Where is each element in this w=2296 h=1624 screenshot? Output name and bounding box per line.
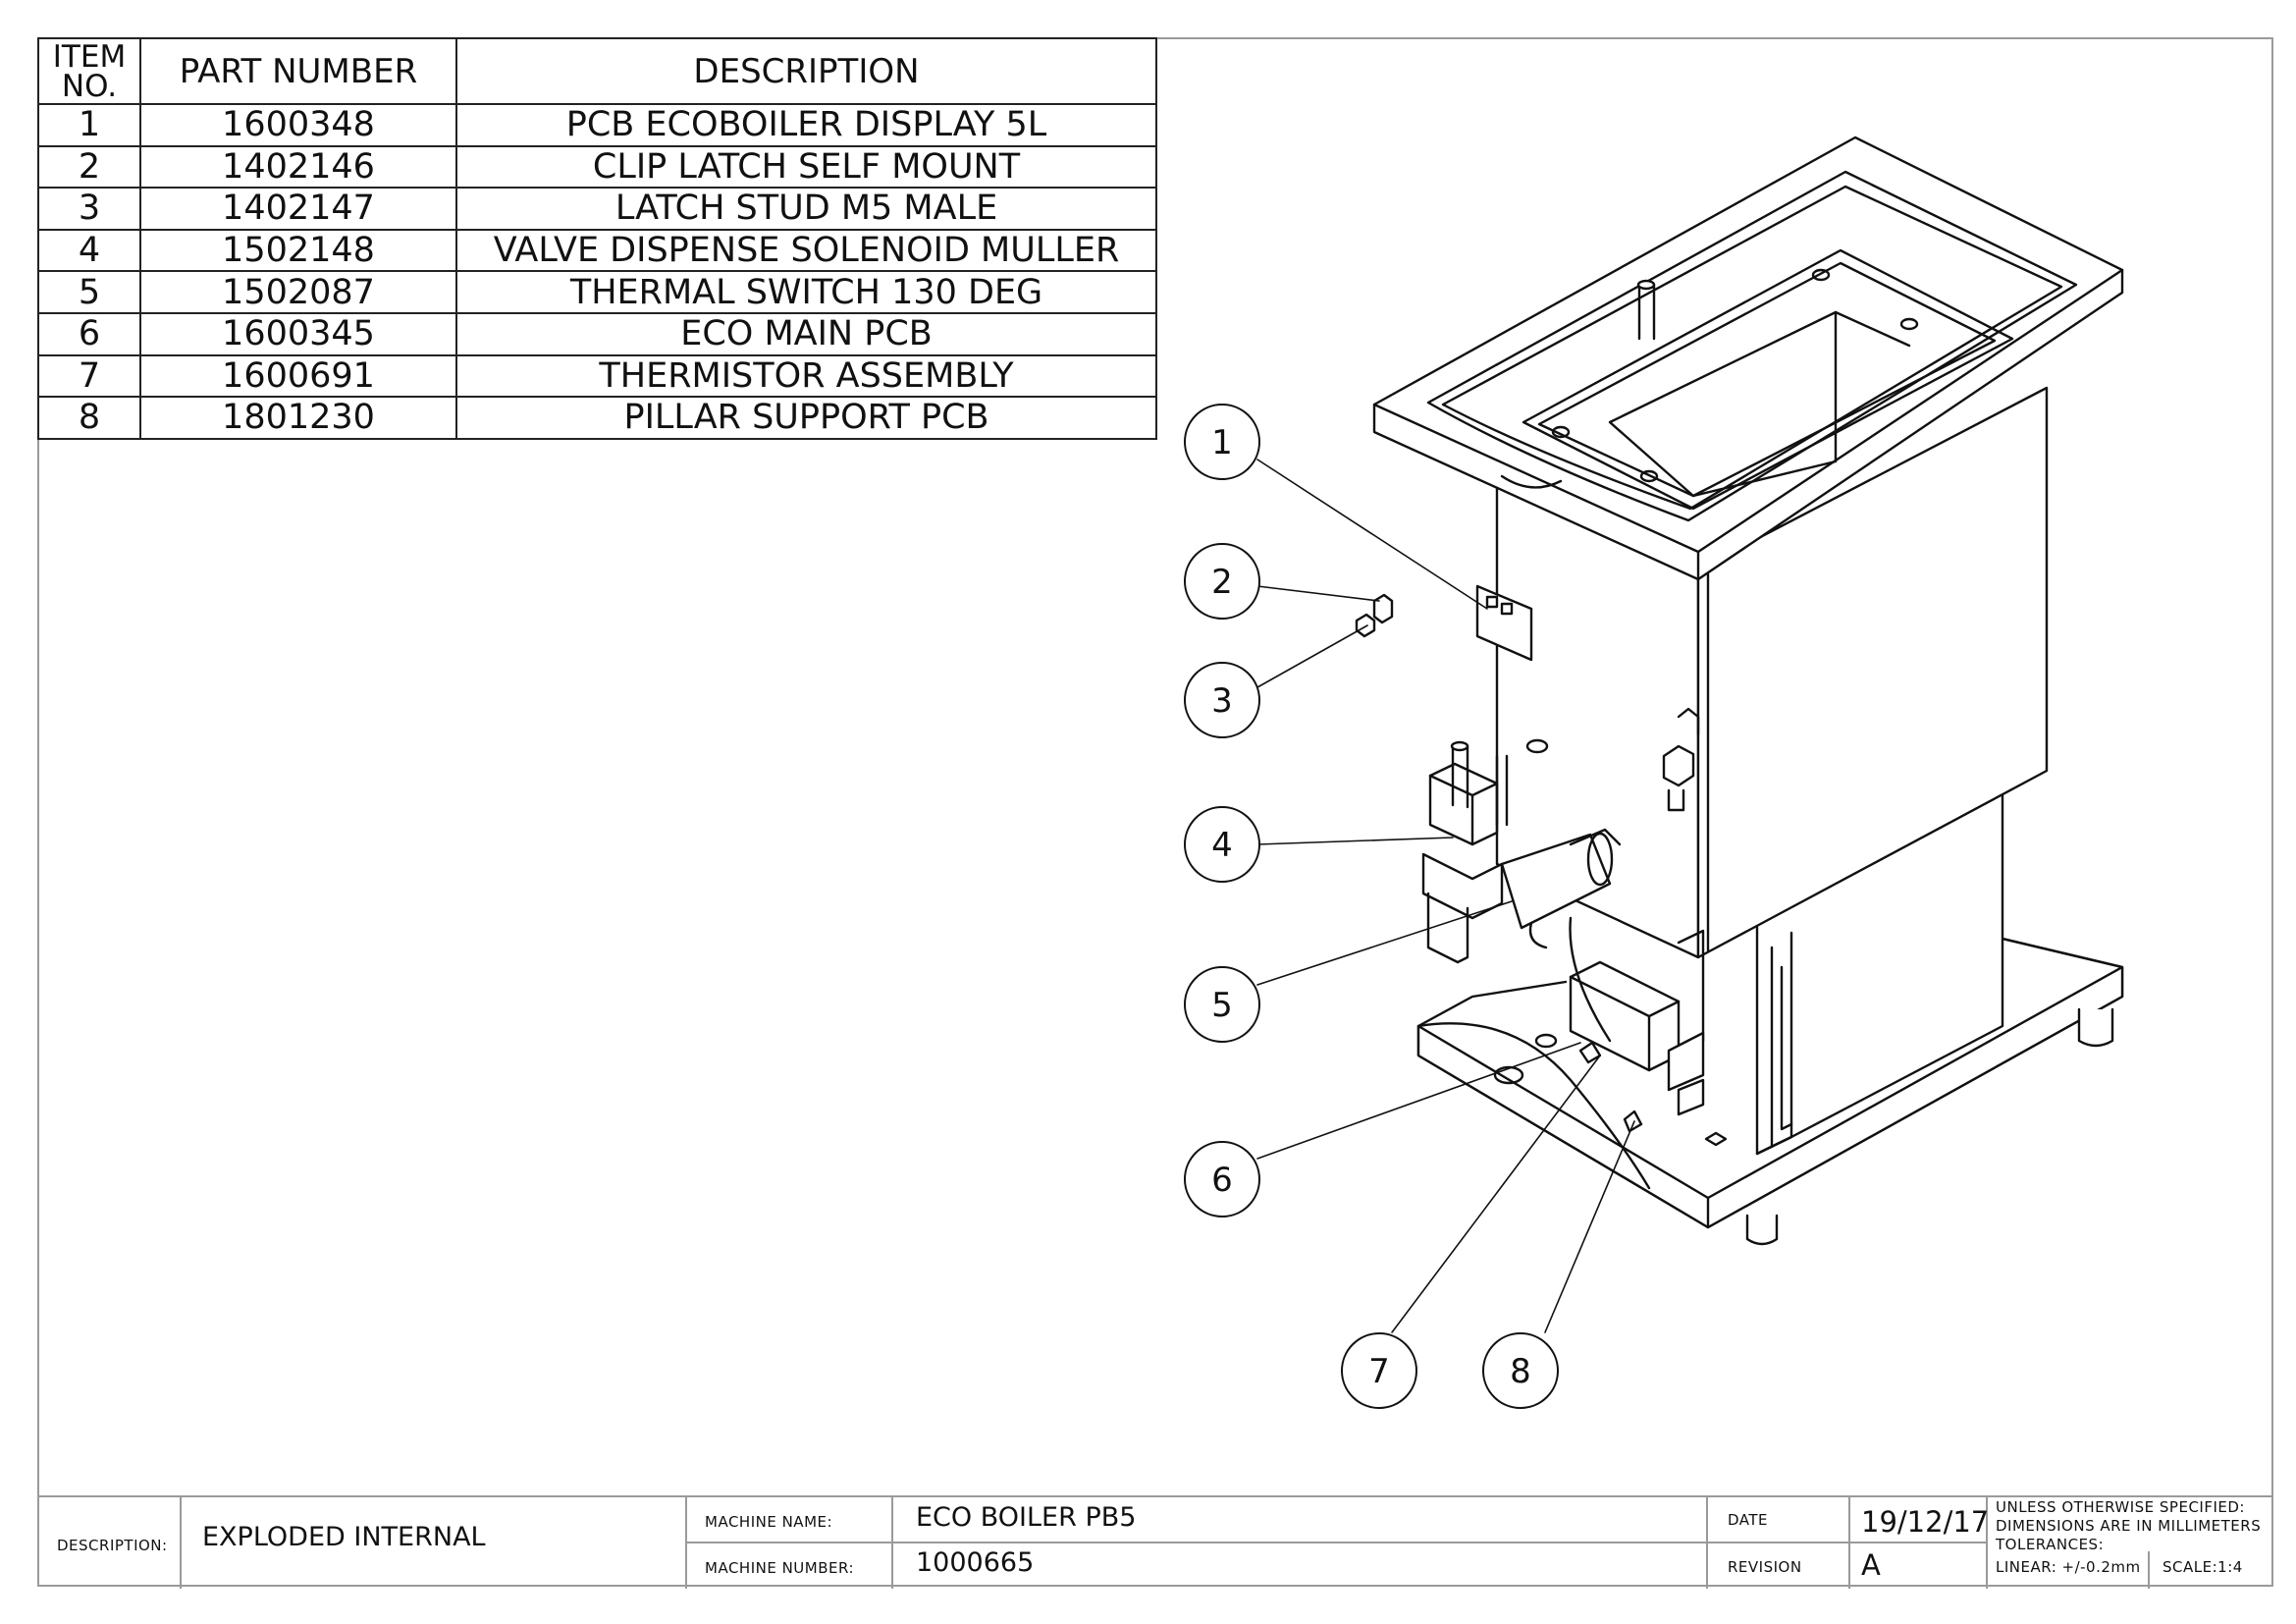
svg-text:7: 7 [1368, 1352, 1390, 1391]
bom-part-number: 1600348 [139, 103, 457, 147]
machine-number-value: 1000665 [916, 1547, 1035, 1578]
svg-text:4: 4 [1211, 826, 1233, 865]
bom-header-description: DESCRIPTION [455, 37, 1157, 105]
bom-part-number: 1502148 [139, 228, 457, 273]
bom-part-number: 1801230 [139, 396, 457, 440]
tolerance-linear: LINEAR: +/-0.2mm [1996, 1558, 2141, 1576]
balloon-1: 1 [1184, 404, 1260, 480]
divider [180, 1497, 182, 1589]
tolerance-note-1: UNLESS OTHERWISE SPECIFIED: [1996, 1498, 2245, 1516]
leader-lines [1256, 459, 1635, 1333]
bom-item: 2 [37, 144, 141, 189]
bom-item: 8 [37, 396, 141, 440]
svg-text:8: 8 [1510, 1352, 1531, 1391]
bom-part-number: 1402146 [139, 144, 457, 189]
bom-description: CLIP LATCH SELF MOUNT [455, 144, 1157, 189]
thermistor-pillar [1578, 1041, 1643, 1133]
title-block: DESCRIPTION: EXPLODED INTERNAL MACHINE N… [37, 1495, 2273, 1589]
main-pcb [1569, 916, 1705, 1116]
top-tray [1372, 135, 2124, 581]
bom-header-item: ITEM NO. [37, 37, 141, 105]
revision-label: REVISION [1728, 1558, 1802, 1576]
display-pcb [1475, 584, 1533, 662]
date-value: 19/12/17 [1861, 1505, 1990, 1539]
bom-item: 1 [37, 103, 141, 147]
lower-frame [1755, 793, 2004, 1156]
pipe-thermal-switch [1500, 828, 1622, 949]
side-fitting [1662, 707, 1700, 812]
bom-header-row: ITEM NO. PART NUMBER DESCRIPTION [37, 37, 1157, 105]
bom-item: 6 [37, 311, 141, 356]
svg-text:6: 6 [1211, 1161, 1233, 1200]
tolerance-note-2: DIMENSIONS ARE IN MILLIMETERS [1996, 1517, 2262, 1535]
divider [685, 1542, 1986, 1543]
balloon-5: 5 [1184, 966, 1260, 1043]
callout-balloons: 1 2 3 4 5 6 7 8 [1184, 404, 1559, 1409]
machine-number-label: MACHINE NUMBER: [705, 1559, 855, 1577]
bom-item: 4 [37, 228, 141, 273]
balloon-8: 8 [1482, 1332, 1559, 1409]
balloon-3: 3 [1184, 662, 1260, 738]
balloon-7: 7 [1341, 1332, 1417, 1409]
description-value: EXPLODED INTERNAL [202, 1522, 486, 1552]
svg-text:2: 2 [1211, 563, 1233, 602]
boiler-body [1495, 386, 2049, 959]
bom-item: 3 [37, 187, 141, 231]
svg-text:5: 5 [1211, 986, 1233, 1025]
latch-clip [1355, 593, 1394, 638]
bom-header-part-number: PART NUMBER [139, 37, 457, 105]
solenoid-valve [1421, 738, 1549, 964]
bom-part-number: 1402147 [139, 187, 457, 231]
balloon-2: 2 [1184, 543, 1260, 620]
svg-text:1: 1 [1211, 423, 1233, 462]
bom-description: THERMAL SWITCH 130 DEG [455, 270, 1157, 314]
revision-value: A [1861, 1548, 1881, 1582]
bom-description: PILLAR SUPPORT PCB [455, 396, 1157, 440]
tolerance-note-3: TOLERANCES: [1996, 1536, 2105, 1553]
bom-description: LATCH STUD M5 MALE [455, 187, 1157, 231]
bom-item: 7 [37, 353, 141, 399]
bom-part-number: 1502087 [139, 270, 457, 314]
divider [1986, 1497, 1988, 1589]
bom-part-number: 1600691 [139, 353, 457, 399]
date-label: DATE [1728, 1511, 1769, 1529]
bom-description: PCB ECOBOILER DISPLAY 5L [455, 103, 1157, 147]
bom-description: VALVE DISPENSE SOLENOID MULLER [455, 228, 1157, 273]
feet [1745, 1007, 2114, 1246]
balloon-6: 6 [1184, 1141, 1260, 1218]
bom-part-number: 1600345 [139, 311, 457, 356]
machine-name-value: ECO BOILER PB5 [916, 1502, 1137, 1533]
bom-description: ECO MAIN PCB [455, 311, 1157, 356]
divider [2148, 1551, 2150, 1589]
balloon-4: 4 [1184, 806, 1260, 883]
machine-name-label: MACHINE NAME: [705, 1513, 833, 1531]
svg-text:3: 3 [1211, 681, 1233, 721]
scale-value: SCALE:1:4 [2163, 1558, 2243, 1576]
bom-description: THERMISTOR ASSEMBLY [455, 353, 1157, 399]
description-label: DESCRIPTION: [57, 1537, 168, 1554]
bom-item: 5 [37, 270, 141, 314]
